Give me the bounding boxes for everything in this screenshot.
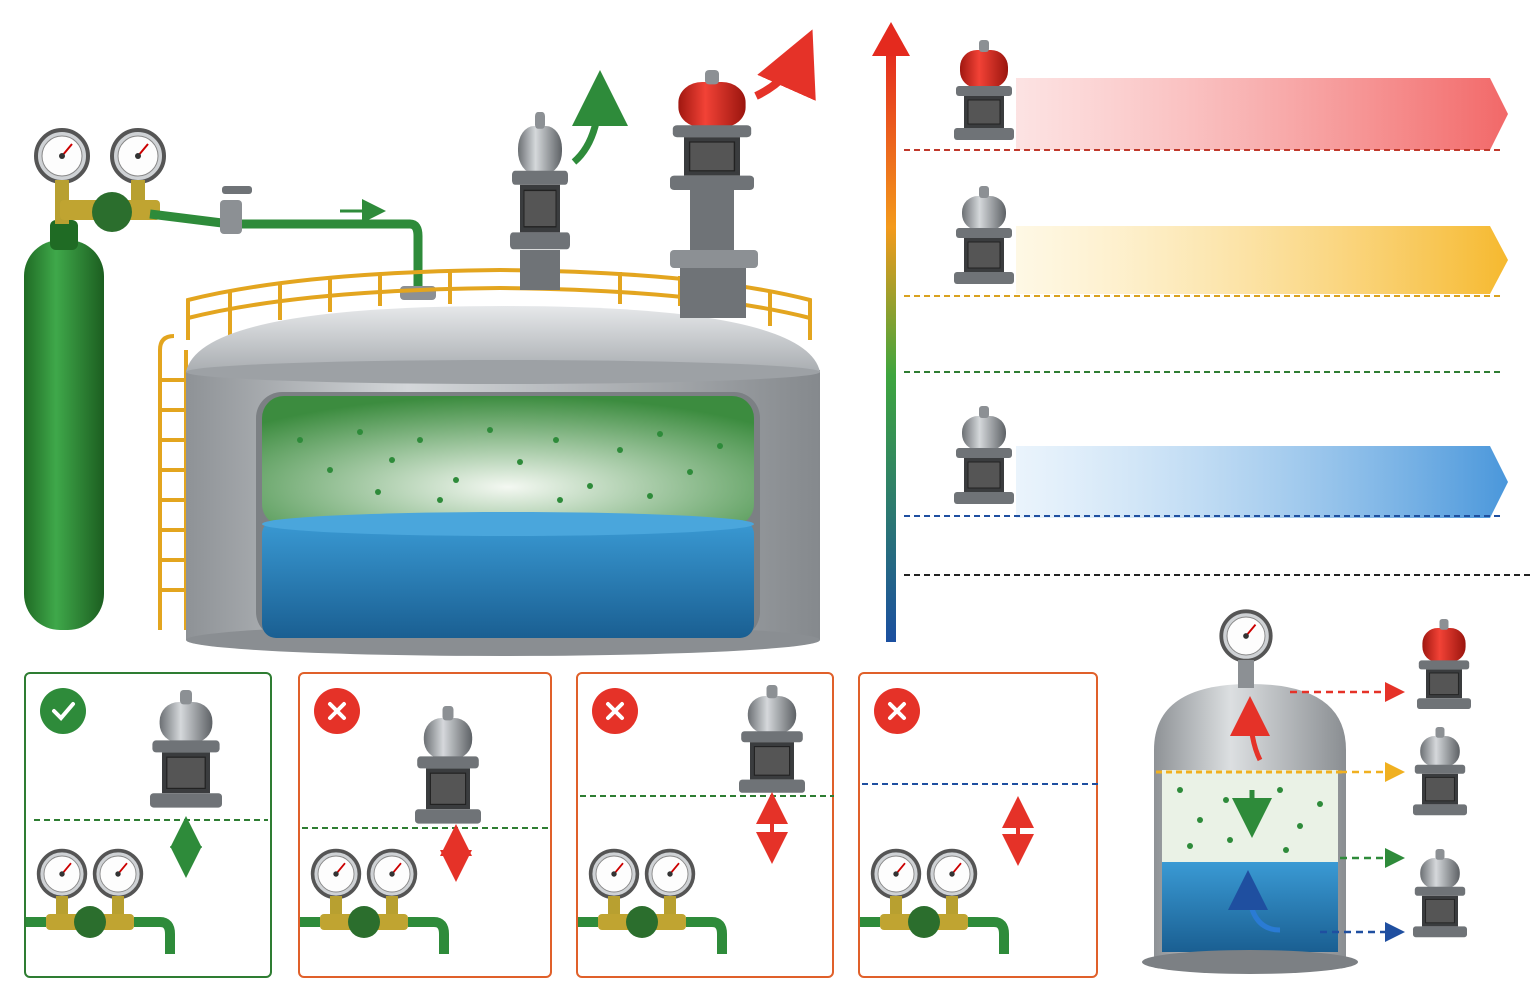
nitrogen-cylinder xyxy=(24,220,104,630)
panel-scene-incorrect-2 xyxy=(578,684,834,980)
storage-tank xyxy=(186,306,820,656)
breather-valve xyxy=(509,111,571,290)
panel-scene-incorrect-1 xyxy=(300,705,552,980)
setting-panel-incorrect-1 xyxy=(298,672,552,978)
pressure-axis xyxy=(872,22,910,642)
bell-jar-red-cap-valve xyxy=(1416,618,1472,710)
check-icon xyxy=(40,688,86,734)
bell-jar-output-arrows xyxy=(1290,682,1405,942)
cross-icon xyxy=(592,688,638,734)
nitrogen-supply-line xyxy=(149,186,436,300)
cross-icon xyxy=(874,688,920,734)
vent-arrow-green xyxy=(571,70,628,165)
red-high-pressure-band xyxy=(904,39,1508,151)
bell-jar-gray-valve-1 xyxy=(1412,726,1468,816)
cross-icon xyxy=(314,688,360,734)
vent-arrow-red xyxy=(754,29,816,101)
dual-gauge-regulator xyxy=(34,128,166,232)
bell-jar xyxy=(1142,609,1358,974)
panel-scene-incorrect-3 xyxy=(860,783,1098,980)
pressure-relief-valve-red-cap xyxy=(669,69,758,318)
access-ladder xyxy=(158,334,188,630)
setting-panel-correct xyxy=(24,672,272,978)
setting-panel-incorrect-3 xyxy=(858,672,1098,978)
gas-bubbles xyxy=(297,427,723,503)
blue-low-pressure-band xyxy=(904,405,1508,518)
setting-panel-incorrect-2 xyxy=(576,672,834,978)
yellow-medium-pressure-band xyxy=(904,185,1508,297)
bell-jar-gray-valve-2 xyxy=(1412,848,1468,938)
panel-scene-correct xyxy=(26,689,268,980)
